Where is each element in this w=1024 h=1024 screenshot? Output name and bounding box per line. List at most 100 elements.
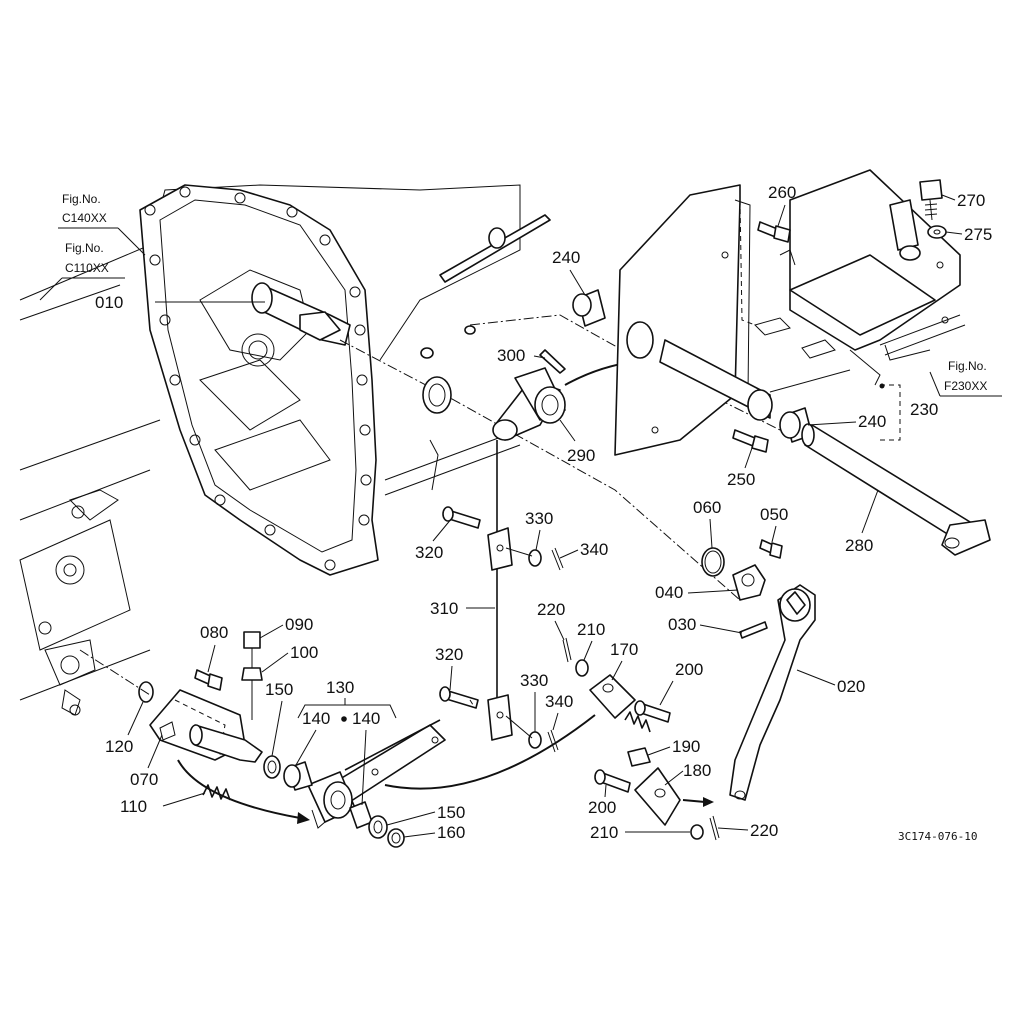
part-080-bolt bbox=[194, 669, 223, 691]
part-340-cotter-upper bbox=[551, 547, 564, 571]
bracket-group bbox=[880, 384, 901, 441]
part-140-bushing bbox=[283, 761, 313, 791]
part-030-pin bbox=[739, 621, 768, 639]
callout-130: 130 bbox=[326, 678, 354, 697]
part-320-pin-lower bbox=[439, 686, 479, 709]
part-320-pin-upper bbox=[442, 506, 481, 529]
callout-220: 220 bbox=[537, 600, 565, 619]
callout-260: 260 bbox=[768, 183, 796, 202]
fig-ref-c110xx: Fig.No. C110XX bbox=[39, 241, 125, 301]
part-170-clevis bbox=[589, 674, 636, 719]
callout-240-2: 240 bbox=[858, 412, 886, 431]
callouts: 010 020 030 040 050 060 070 080 090 100 … bbox=[95, 183, 992, 842]
callout-330-2: 330 bbox=[520, 671, 548, 690]
hidden-line bbox=[739, 199, 756, 326]
assembly-arrow-020 bbox=[682, 799, 706, 803]
callout-180: 180 bbox=[683, 761, 711, 780]
part-130-arm bbox=[307, 719, 446, 829]
part-330-washer-lower bbox=[528, 731, 542, 749]
fig-ref-c110xx-line2: C110XX bbox=[65, 261, 109, 275]
part-100-nut bbox=[241, 667, 263, 681]
axis-line bbox=[339, 339, 741, 601]
part-260-bolt bbox=[757, 221, 791, 243]
callout-200-2: 200 bbox=[588, 798, 616, 817]
part-200-pin-upper bbox=[634, 700, 671, 723]
fig-ref-c140xx: Fig.No. C140XX bbox=[58, 192, 146, 256]
callout-300: 300 bbox=[497, 346, 525, 365]
threaded-rod bbox=[624, 711, 651, 733]
assembly-arrow-110 bbox=[177, 759, 301, 819]
part-330-washer-upper bbox=[528, 549, 542, 567]
callout-160: 160 bbox=[437, 823, 465, 842]
fig-ref-c110xx-line1: Fig.No. bbox=[65, 241, 104, 255]
part-275-washer bbox=[927, 225, 947, 239]
leader-230 bbox=[769, 369, 851, 393]
callout-190: 190 bbox=[672, 737, 700, 756]
part-230-bracket bbox=[614, 169, 961, 456]
transmission-housing bbox=[19, 184, 521, 716]
callout-150: 150 bbox=[265, 680, 293, 699]
callout-040: 040 bbox=[655, 583, 683, 602]
callout-170: 170 bbox=[610, 640, 638, 659]
part-150-washer bbox=[263, 755, 281, 779]
callout-110: 110 bbox=[120, 797, 147, 816]
callout-020: 020 bbox=[837, 677, 865, 696]
callout-220-2: 220 bbox=[750, 821, 778, 840]
part-180-clevis bbox=[634, 767, 681, 826]
part-340-cotter-lower bbox=[547, 729, 559, 753]
callout-270: 270 bbox=[957, 191, 985, 210]
part-280-shaft bbox=[801, 423, 991, 556]
callout-230: 230 bbox=[910, 400, 938, 419]
callout-090: 090 bbox=[285, 615, 313, 634]
part-190-nut bbox=[627, 747, 651, 767]
fig-ref-f230xx: Fig.No. F230XX bbox=[929, 359, 1002, 397]
part-060-o-ring bbox=[701, 547, 725, 577]
callout-320-2: 320 bbox=[435, 645, 463, 664]
fig-ref-c140xx-line1: Fig.No. bbox=[62, 192, 101, 206]
fig-ref-f230xx-line1: Fig.No. bbox=[948, 359, 987, 373]
part-070-bracket bbox=[149, 689, 263, 763]
part-220-cotter-upper bbox=[562, 637, 572, 663]
callout-010: 010 bbox=[95, 293, 123, 312]
part-300-pin bbox=[539, 349, 566, 374]
part-210-washer-upper bbox=[575, 659, 589, 677]
part-220-cotter-lower bbox=[709, 815, 720, 841]
part-310-rod bbox=[487, 440, 513, 741]
callout-275: 275 bbox=[964, 225, 992, 244]
callout-150-2: 150 bbox=[437, 803, 465, 822]
part-090-bolt bbox=[243, 631, 261, 720]
callout-210-2: 210 bbox=[590, 823, 618, 842]
drawing-code: 3C174-076-10 bbox=[898, 830, 977, 843]
part-150-washer-2 bbox=[368, 815, 388, 839]
callout-080: 080 bbox=[200, 623, 228, 642]
part-160-snap-ring bbox=[387, 828, 405, 848]
callout-330: 330 bbox=[525, 509, 553, 528]
callout-050: 050 bbox=[760, 505, 788, 524]
callout-340: 340 bbox=[580, 540, 608, 559]
callout-100: 100 bbox=[290, 643, 318, 662]
assembly-arrow-170 bbox=[384, 714, 596, 790]
callout-120: 120 bbox=[105, 737, 133, 756]
part-200-pin-lower bbox=[594, 769, 631, 793]
part-250-bolt bbox=[732, 429, 769, 453]
callout-210: 210 bbox=[577, 620, 605, 639]
part-210-washer-lower bbox=[690, 824, 704, 840]
callout-340-2: 340 bbox=[545, 692, 573, 711]
callout-320: 320 bbox=[415, 543, 443, 562]
fig-ref-c140xx-line2: C140XX bbox=[62, 211, 107, 225]
part-290-lever bbox=[492, 367, 566, 441]
callout-060: 060 bbox=[693, 498, 721, 517]
part-240-bushing-upper bbox=[572, 289, 606, 327]
callout-250: 250 bbox=[727, 470, 755, 489]
frame-f230 bbox=[879, 314, 961, 346]
callout-280: 280 bbox=[845, 536, 873, 555]
part-040-plate bbox=[732, 564, 766, 601]
snap-ring bbox=[422, 376, 452, 414]
part-020-lever bbox=[729, 584, 816, 801]
callout-030: 030 bbox=[668, 615, 696, 634]
part-240-bushing-lower bbox=[779, 407, 813, 443]
fig-ref-f230xx-line2: F230XX bbox=[944, 379, 987, 393]
part-010-shaft bbox=[251, 282, 351, 346]
part-050-bolt bbox=[759, 539, 783, 559]
